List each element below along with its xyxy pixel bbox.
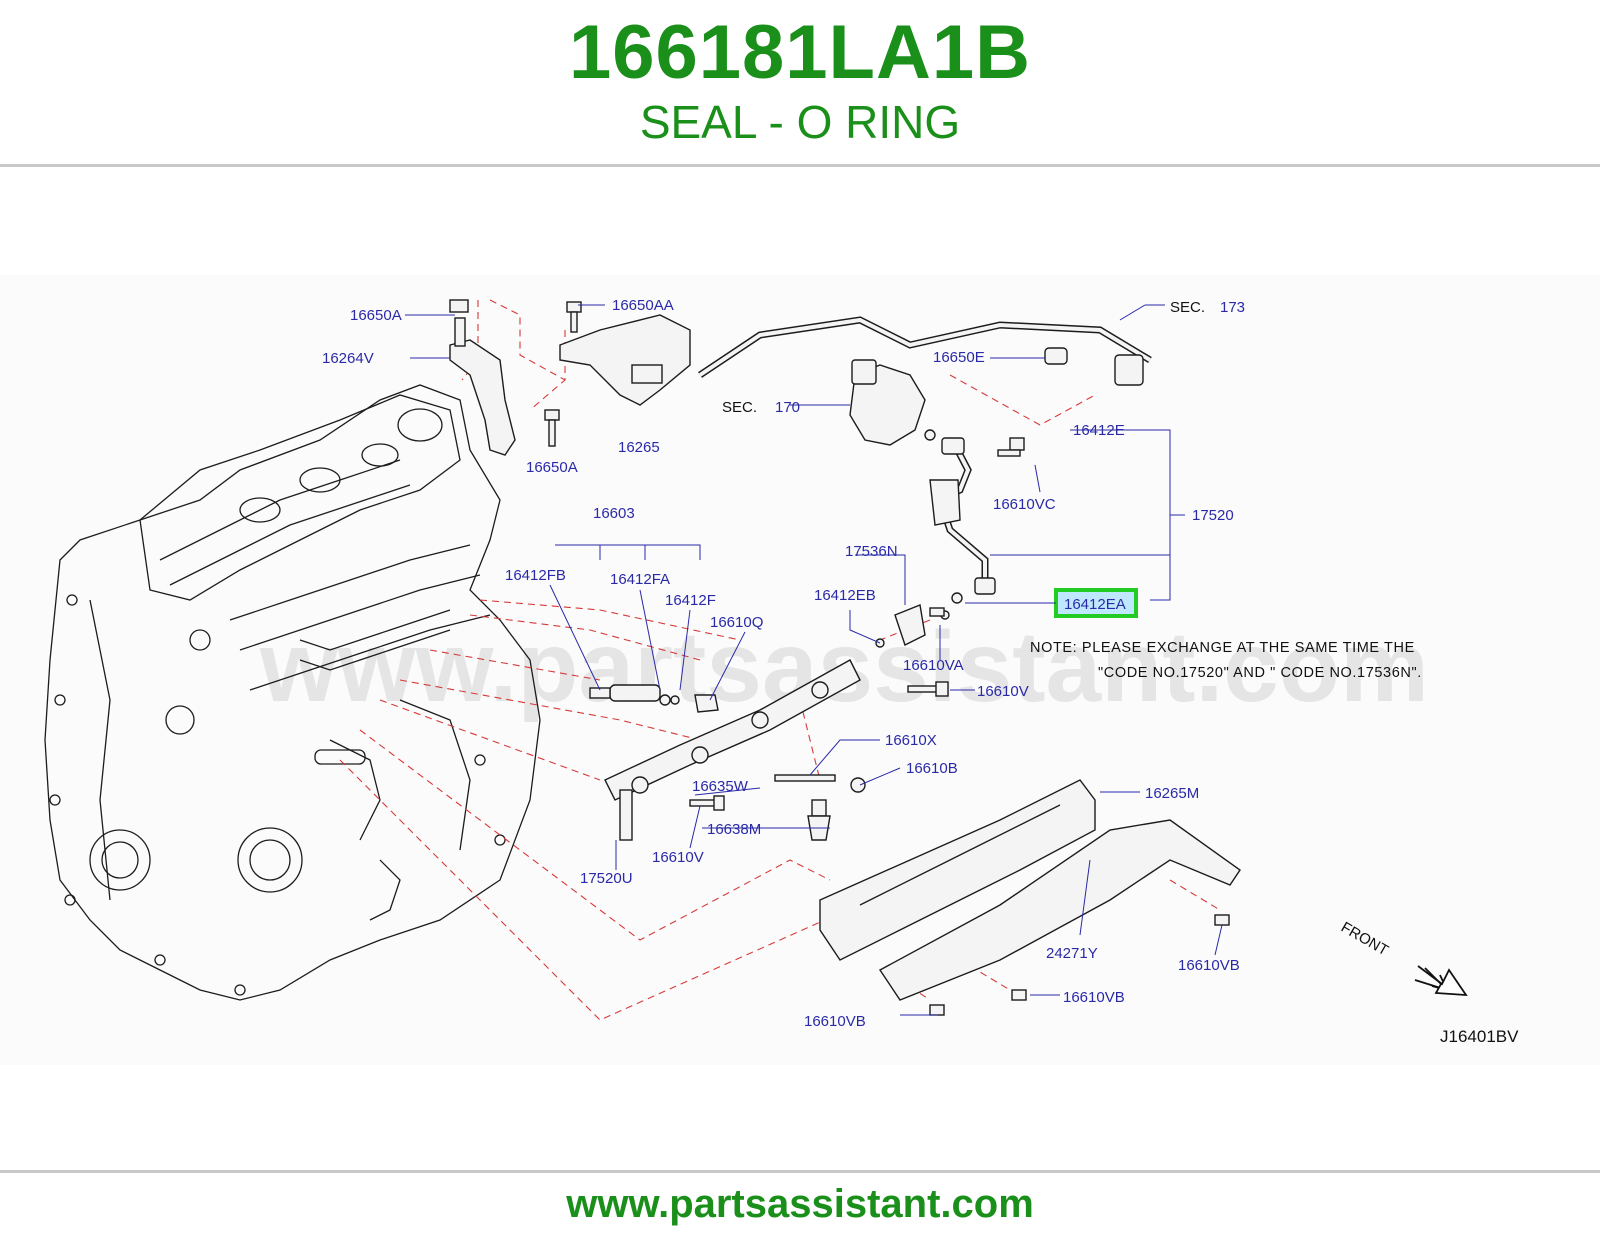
page-header: 166181LA1B SEAL - O RING [0,0,1600,170]
engine-assembly [44,384,541,1001]
footer-divider [0,1170,1600,1173]
label-16650e: 16650E [933,349,985,366]
part-number-title: 166181LA1B [568,10,1032,95]
label-16638m: 16638M [707,821,761,838]
bracket-24271y [878,819,1241,1001]
high-pressure-pump [849,359,936,446]
label-24271y: 24271Y [1046,945,1098,962]
label-16610vb-left: 16610VB [804,1013,866,1030]
leader-lines [405,304,1223,1016]
bolt-16610v-upper [907,681,949,697]
label-16603: 16603 [593,505,635,522]
label-16610b: 16610B [906,760,958,777]
fuel-tube-17520 [929,437,996,604]
label-16412fb: 16412FB [505,567,566,584]
sec-170-prefix: SEC. [722,399,757,416]
fuel-pipe-sec173 [698,316,1152,386]
label-16265: 16265 [618,439,660,456]
injector-16603 [589,684,719,713]
highlighted-part-16412ea[interactable]: 16412EA [965,588,1138,618]
fuel-rail-17520u [604,659,861,841]
label-16264v: 16264V [322,350,374,367]
label-16412eb: 16412EB [814,587,876,604]
label-17520u: 17520U [580,870,633,887]
section-references: SEC. 173 SEC. 170 [722,299,1245,416]
note-line-2: "CODE NO.17520" AND " CODE NO.17536N". [1098,665,1422,681]
sec-173-number: 173 [1220,299,1245,316]
label-17536n: 17536N [845,543,898,560]
label-16610v-lower: 16610V [652,849,704,866]
label-16412f: 16412F [665,592,716,609]
label-16610x: 16610X [885,732,937,749]
label-16610va: 16610VA [903,657,964,674]
label-16650a-top: 16650A [350,307,402,324]
assembly-guide-lines [339,299,1221,1021]
connector-17536n [875,604,950,648]
diagram-code: J16401BV [1440,1027,1519,1046]
sensor-16638m [807,799,831,841]
bolt-16610vc [997,437,1025,457]
stud-16610x [774,774,836,782]
label-16412ea: 16412EA [1064,596,1126,613]
sec-170-number: 170 [775,399,800,416]
bolt-16650a-lower [544,409,560,447]
front-indicator: FRONT [1338,919,1468,997]
note-line-1: NOTE: PLEASE EXCHANGE AT THE SAME TIME T… [1030,640,1415,656]
sec-173-prefix: SEC. [1170,299,1205,316]
bolt-16635w [689,795,725,811]
part-name-subtitle: SEAL - O RING [639,96,961,148]
label-16610vc: 16610VC [993,496,1056,513]
clip-16650e [1044,347,1068,365]
diagram-panel [0,275,1600,1065]
label-16650a-lower: 16650A [526,459,578,476]
label-16265m: 16265M [1145,785,1199,802]
label-16412e: 16412E [1073,422,1125,439]
cover-16265 [559,301,691,406]
label-16610vb-middle: 16610VB [1063,989,1125,1006]
label-16610q: 16610Q [710,614,763,631]
exchange-note: NOTE: PLEASE EXCHANGE AT THE SAME TIME T… [1030,640,1422,681]
part-labels: 16650A 16650AA 16264V 16265 16650A 16650… [322,297,1240,1030]
label-16610vb-right: 16610VB [1178,957,1240,974]
front-label: FRONT [1338,919,1391,960]
label-16650aa: 16650AA [612,297,674,314]
header-divider [0,164,1600,167]
protector-16265m [819,779,1096,961]
label-17520: 17520 [1192,507,1234,524]
nut-16610b [850,777,866,793]
label-16412fa: 16412FA [610,571,670,588]
footer-website-link[interactable]: www.partsassistant.com [566,1182,1034,1226]
label-16610v-upper: 16610V [977,683,1029,700]
bracket-16264v [449,299,516,456]
label-16635w: 16635W [692,778,749,795]
